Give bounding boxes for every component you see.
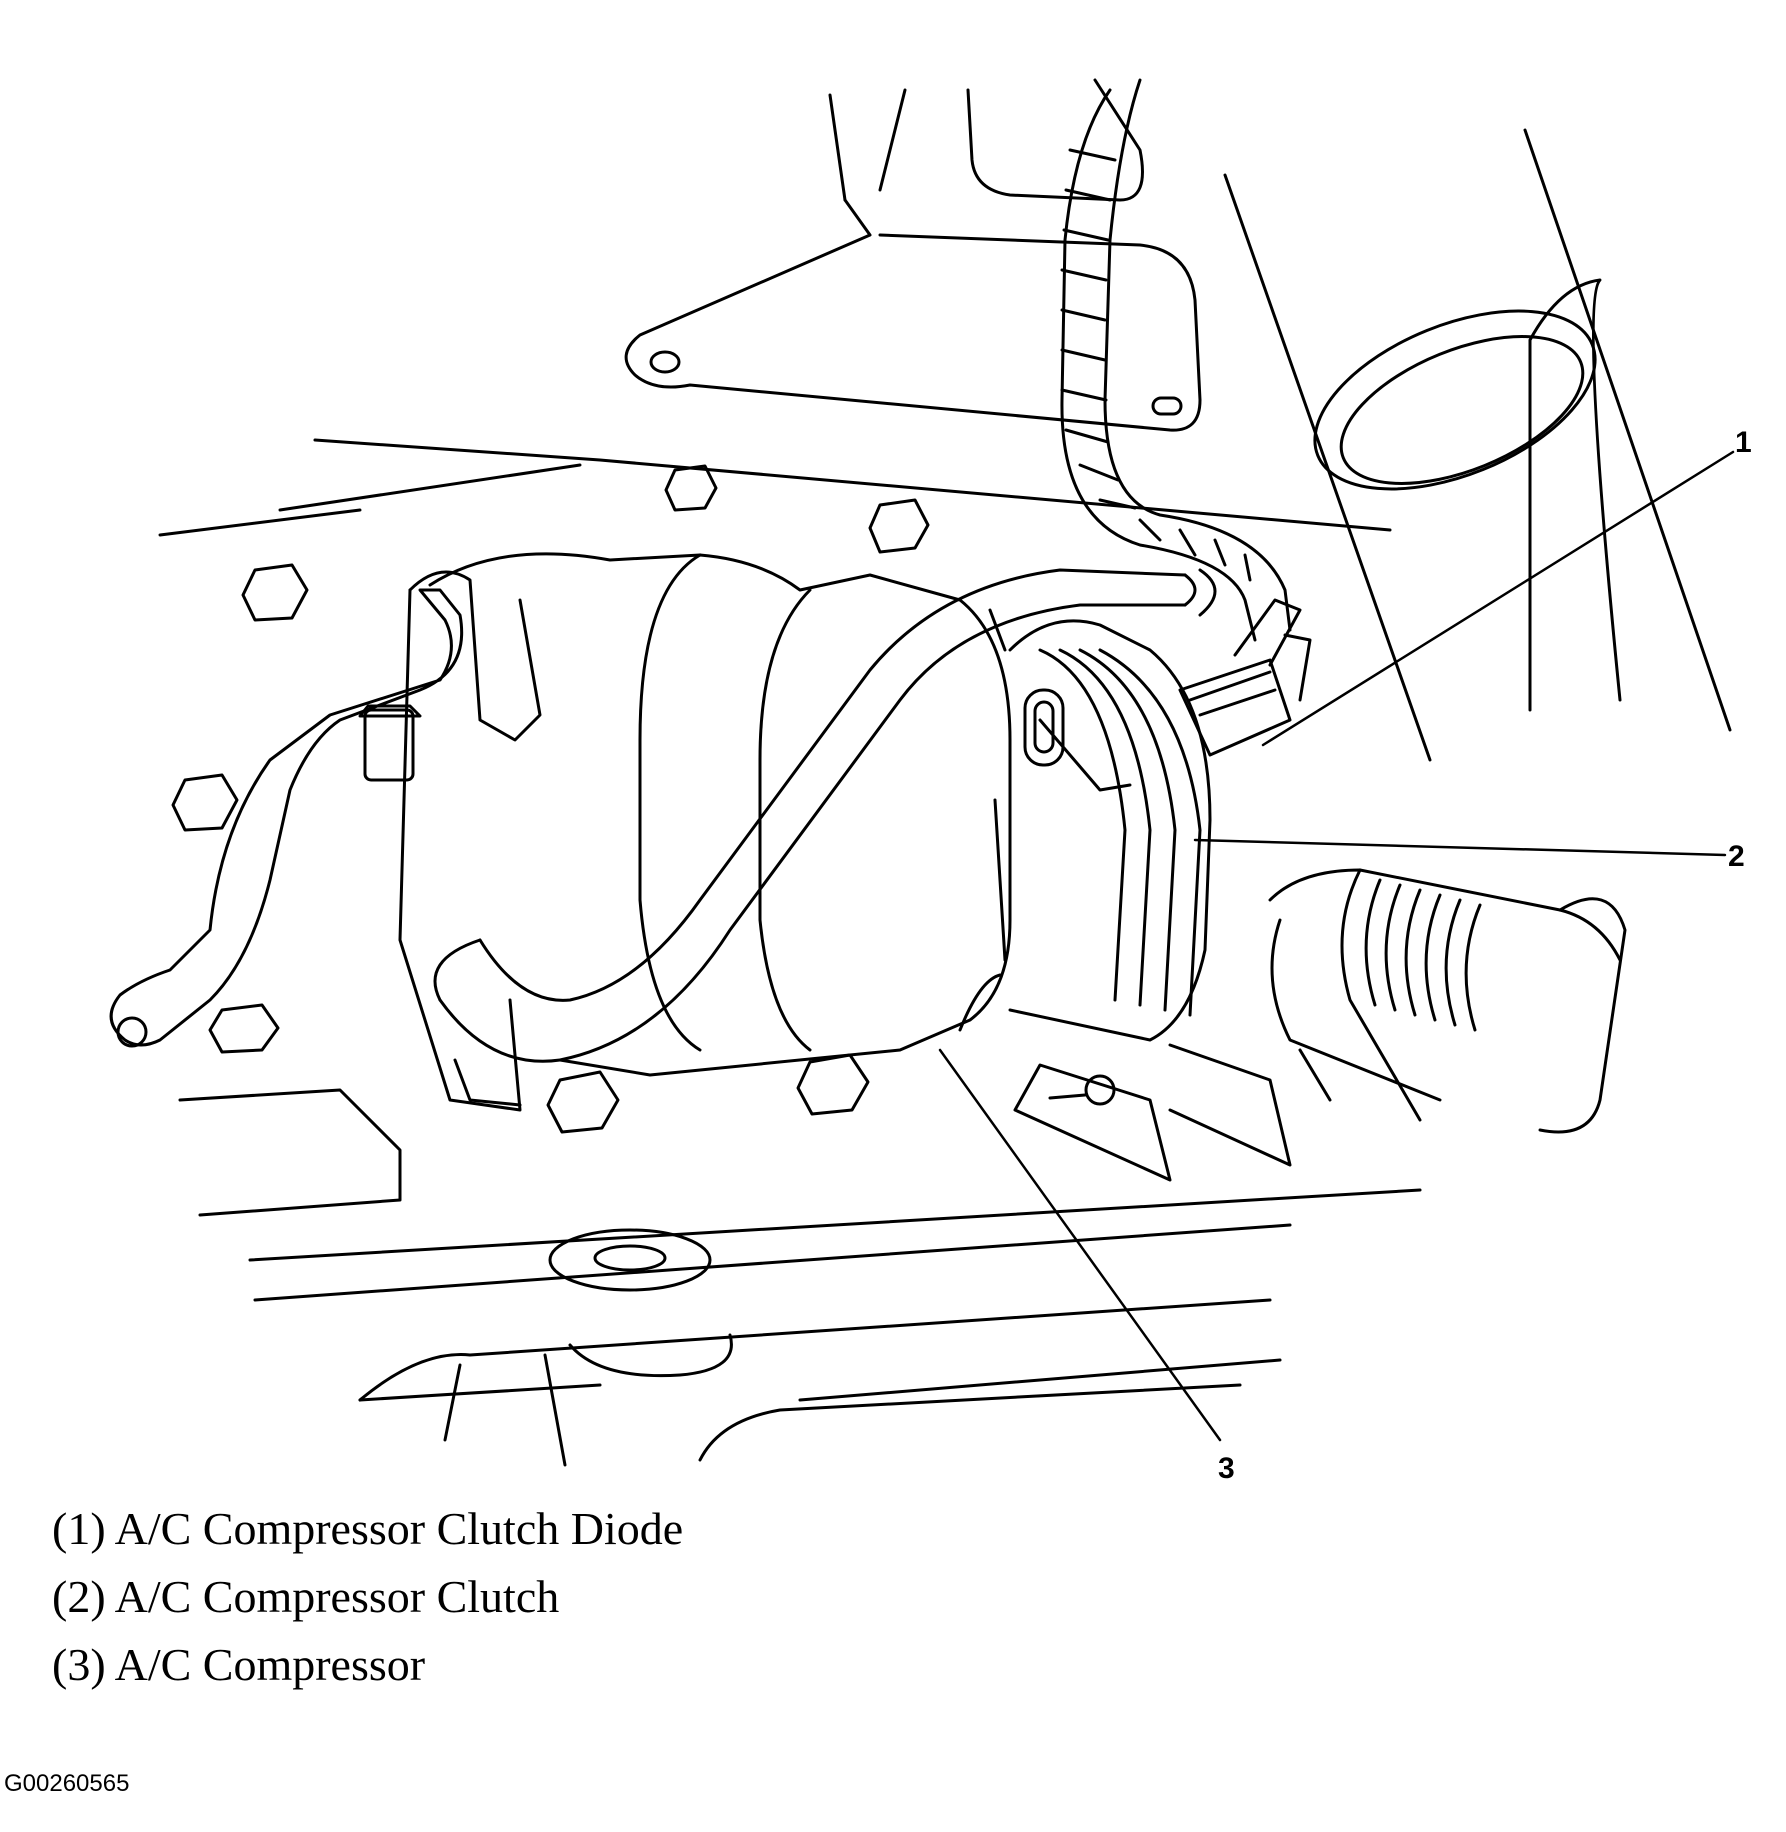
right-pipe (1313, 309, 1597, 491)
frame-lines (158, 128, 1732, 762)
callout-1: 1 (1735, 426, 1752, 459)
figure-id: G00260565 (4, 1770, 130, 1797)
compressor-body (428, 552, 1012, 1077)
front-bracket (358, 570, 542, 1112)
callout-2: 2 (1728, 840, 1745, 873)
compressor-line-drawing: 1 2 3 (109, 78, 1752, 1480)
legend-item-compressor: (3) A/C Compressor (52, 1639, 426, 1690)
legend-item-clutch: (2) A/C Compressor Clutch (52, 1571, 560, 1622)
parts-legend: (1) A/C Compressor Clutch Diode (2) A/C … (52, 1495, 683, 1699)
compressor-clutch (1008, 619, 1212, 1042)
clutch-diode (1178, 598, 1312, 757)
upper-bracket (624, 78, 1202, 432)
refrigerant-hoses (109, 568, 1217, 1063)
lower-frame (178, 1048, 1422, 1467)
legend-item-clutch-diode: (1) A/C Compressor Clutch Diode (52, 1503, 684, 1554)
flex-duct (1268, 868, 1627, 1134)
leader-lines (938, 450, 1735, 1442)
wiring-harness (1060, 78, 1292, 642)
callout-3: 3 (1218, 1452, 1235, 1480)
mounting-bolts (171, 464, 1292, 1182)
